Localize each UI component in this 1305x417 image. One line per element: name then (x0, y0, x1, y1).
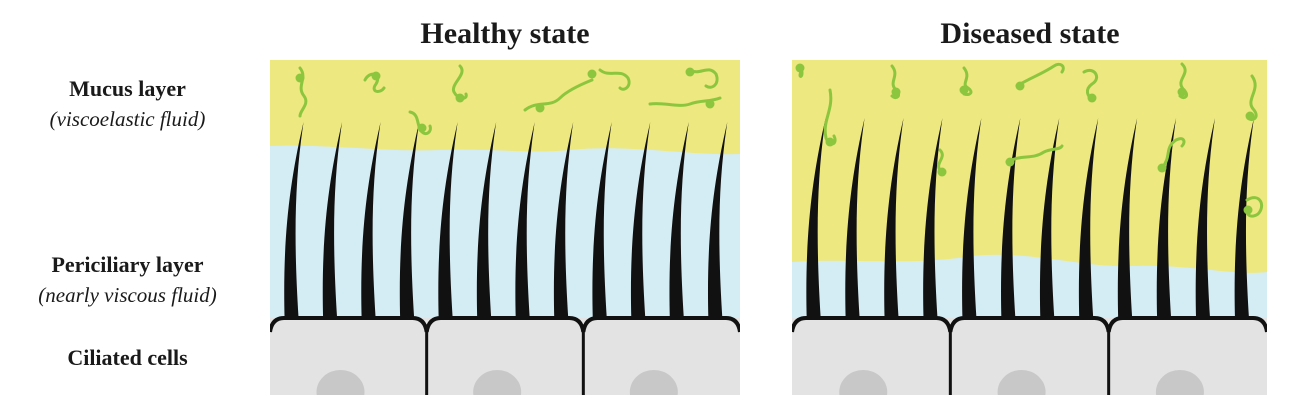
cilium (361, 122, 381, 318)
cilium (669, 122, 689, 318)
mucin-strand (451, 64, 468, 100)
cilium (322, 122, 343, 318)
cilium (476, 122, 497, 318)
mucin-bead (891, 87, 901, 97)
cell-nucleus (473, 370, 522, 395)
mucin-bead (959, 85, 969, 95)
cell-membrane-outline (270, 316, 740, 333)
cilium (1078, 118, 1099, 318)
cilium (1001, 118, 1021, 318)
periciliary-layer-name: Periciliary layer (51, 252, 204, 277)
cell-nucleus (839, 370, 888, 395)
cilium (592, 122, 612, 318)
cilium (438, 122, 458, 318)
mucin-bead (371, 71, 381, 81)
mucin-bead (417, 123, 427, 133)
periciliary-layer-label: Periciliary layer (nearly viscous fluid) (0, 250, 255, 310)
cilium (284, 122, 304, 318)
mucin-bead (795, 63, 805, 73)
periciliary-layer (270, 145, 740, 320)
cilium (1039, 118, 1060, 318)
mucus-layer-label: Mucus layer (viscoelastic fluid) (0, 74, 255, 134)
mucin-bead (535, 103, 545, 113)
periciliary-layer-description: (nearly viscous fluid) (38, 283, 217, 307)
mucus-layer-name: Mucus layer (69, 76, 186, 101)
mucin-strand (823, 88, 837, 146)
mucin-bead (1243, 205, 1253, 215)
cilium (884, 118, 904, 318)
periciliary-layer (792, 254, 1267, 320)
cell-nucleus (997, 370, 1046, 395)
cilium (806, 118, 826, 318)
cell-nucleus (316, 370, 365, 395)
cilium (923, 118, 943, 318)
ciliated-cells-name: Ciliated cells (67, 345, 188, 370)
mucin-bead (1015, 81, 1025, 91)
mucin-bead (1005, 157, 1015, 167)
diseased-title: Diseased state (940, 17, 1120, 50)
mucin-strand (598, 68, 631, 91)
cell-membrane-outline (792, 316, 1267, 333)
mucin-bead (825, 137, 835, 147)
mucin-strand (688, 68, 719, 89)
mucin-bead (1245, 111, 1255, 121)
cilium (845, 118, 865, 318)
cilium (515, 122, 535, 318)
cilium (1195, 118, 1216, 318)
cilium (707, 122, 728, 318)
mucin-bead (705, 99, 715, 109)
healthy-title: Healthy state (420, 17, 590, 50)
cilium (399, 122, 420, 318)
cilium (1117, 118, 1138, 318)
ciliated-cells-label: Ciliated cells (0, 343, 255, 373)
mucus-layer-description: (viscoelastic fluid) (49, 107, 206, 131)
mucin-strand (363, 72, 386, 93)
mucin-bead (937, 167, 947, 177)
mucin-bead (1157, 163, 1167, 173)
cilium (553, 122, 574, 318)
cilium (1234, 118, 1254, 318)
cilium (1156, 118, 1177, 318)
mucin-strand (523, 78, 594, 112)
mucin-strand (1160, 137, 1186, 170)
mucin-bead (295, 73, 305, 83)
mucin-bead (1177, 87, 1187, 97)
mucin-bead (455, 93, 465, 103)
mucin-strand (1005, 144, 1064, 164)
mucin-bead (587, 69, 597, 79)
healthy-panel-illustration (270, 60, 740, 395)
mucin-strand (1015, 62, 1065, 88)
cilium (962, 118, 982, 318)
diseased-panel-illustration (792, 60, 1267, 395)
mucin-bead (685, 67, 695, 77)
cilium (630, 122, 651, 318)
cell-nucleus (629, 370, 678, 395)
cell-nucleus (1155, 370, 1204, 395)
mucin-bead (1087, 93, 1097, 103)
